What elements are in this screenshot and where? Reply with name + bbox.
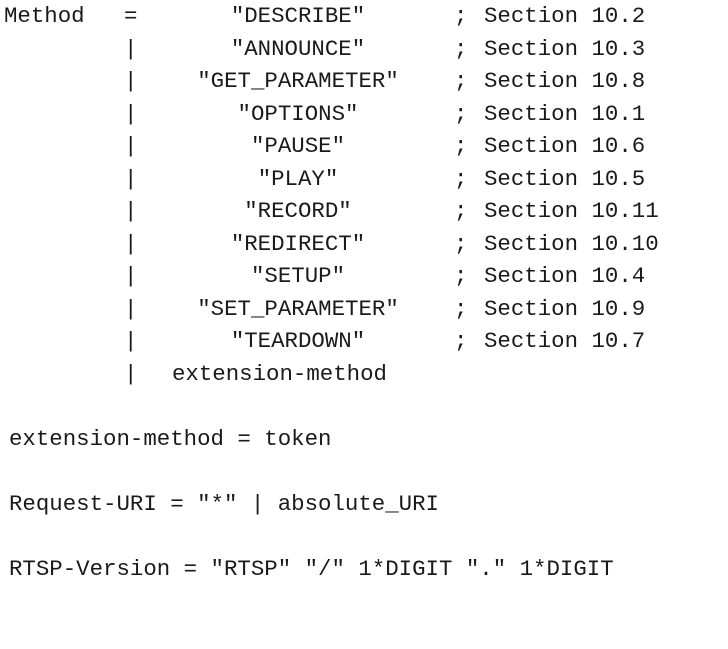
comment-marker: ; xyxy=(454,295,468,322)
section-reference: Section 10.10 xyxy=(484,230,659,257)
grammar-line: | "SETUP" ; Section 10.4 xyxy=(0,260,728,292)
alternative-separator: | xyxy=(124,68,138,94)
alternative-separator: | xyxy=(124,263,138,289)
comment-marker: ; xyxy=(454,133,468,159)
method-value: "SETUP" xyxy=(250,263,346,289)
method-value: "OPTIONS" xyxy=(237,100,359,127)
grammar-line: | "REDIRECT" ; Section 10.10 xyxy=(0,228,728,260)
method-value: "PLAY" xyxy=(257,165,339,192)
grammar-line: Method = "DESCRIBE" ; Section 10.2 xyxy=(0,0,728,32)
grammar-line: RTSP-Version = "RTSP" "/" 1*DIGIT "." 1*… xyxy=(0,553,728,585)
section-reference: Section 10.2 xyxy=(484,3,646,29)
method-value: "DESCRIBE" xyxy=(230,3,366,29)
alternative-separator: | xyxy=(124,198,138,224)
grammar-line: | "PLAY" ; Section 10.5 xyxy=(0,163,728,195)
section-reference: Section 10.6 xyxy=(484,133,646,159)
grammar-line: | "ANNOUNCE" ; Section 10.3 xyxy=(0,33,728,65)
comment-marker: ; xyxy=(454,68,468,94)
section-reference: Section 10.7 xyxy=(484,328,646,354)
method-value: "SET_PARAMETER" xyxy=(197,295,399,322)
grammar-line: | "GET_PARAMETER" ; Section 10.8 xyxy=(0,65,728,97)
section-reference: Section 10.8 xyxy=(484,68,646,94)
alternative-separator: | xyxy=(124,360,138,387)
section-reference: Section 10.1 xyxy=(484,100,646,127)
request-uri-rule: Request-URI = "*" | absolute_URI xyxy=(9,491,439,517)
abnf-grammar-document: Method = "DESCRIBE" ; Section 10.2 | "AN… xyxy=(0,0,728,585)
comment-marker: ; xyxy=(454,165,468,192)
extension-method-alternative: extension-method xyxy=(172,360,387,387)
rule-name: Method xyxy=(4,3,85,29)
alternative-separator: | xyxy=(124,35,138,62)
alternative-separator: | xyxy=(124,328,138,354)
comment-marker: ; xyxy=(454,100,468,127)
grammar-line: | extension-method xyxy=(0,358,728,390)
method-value: "PAUSE" xyxy=(250,133,346,159)
method-value: "REDIRECT" xyxy=(230,230,366,257)
grammar-line: | "TEARDOWN" ; Section 10.7 xyxy=(0,325,728,357)
comment-marker: ; xyxy=(454,328,468,354)
alternative-separator: | xyxy=(124,230,138,257)
section-reference: Section 10.9 xyxy=(484,295,646,322)
comment-marker: ; xyxy=(454,230,468,257)
method-value: "ANNOUNCE" xyxy=(230,35,366,62)
alternative-separator: | xyxy=(124,133,138,159)
rule-operator: = xyxy=(124,3,138,29)
grammar-line: Request-URI = "*" | absolute_URI xyxy=(0,488,728,520)
grammar-line: | "RECORD" ; Section 10.11 xyxy=(0,195,728,227)
comment-marker: ; xyxy=(454,198,468,224)
section-reference: Section 10.4 xyxy=(484,263,646,289)
alternative-separator: | xyxy=(124,295,138,322)
grammar-line: extension-method = token xyxy=(0,423,728,455)
section-reference: Section 10.5 xyxy=(484,165,646,192)
rtsp-version-rule: RTSP-Version = "RTSP" "/" 1*DIGIT "." 1*… xyxy=(9,556,614,582)
method-value: "GET_PARAMETER" xyxy=(197,68,399,94)
section-reference: Section 10.11 xyxy=(484,198,659,224)
alternative-separator: | xyxy=(124,100,138,127)
comment-marker: ; xyxy=(454,263,468,289)
grammar-line: | "PAUSE" ; Section 10.6 xyxy=(0,130,728,162)
grammar-line: | "SET_PARAMETER" ; Section 10.9 xyxy=(0,293,728,325)
alternative-separator: | xyxy=(124,165,138,192)
comment-marker: ; xyxy=(454,35,468,62)
method-value: "TEARDOWN" xyxy=(230,328,366,354)
grammar-line: | "OPTIONS" ; Section 10.1 xyxy=(0,98,728,130)
method-value: "RECORD" xyxy=(244,198,352,224)
extension-method-rule: extension-method = token xyxy=(9,426,332,452)
section-reference: Section 10.3 xyxy=(484,35,646,62)
comment-marker: ; xyxy=(454,3,468,29)
